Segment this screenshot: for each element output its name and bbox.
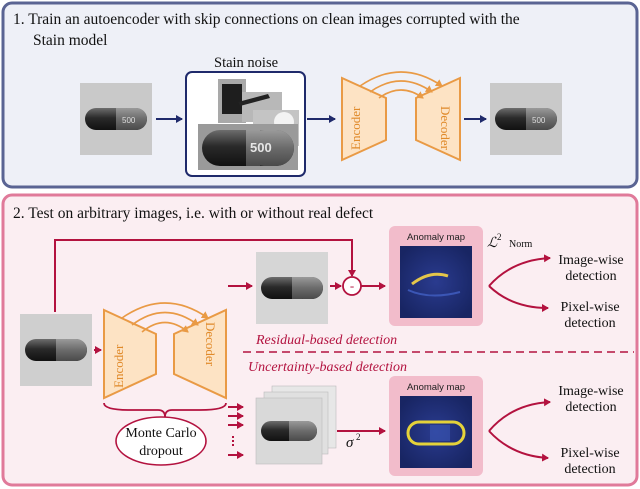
output-capsule-print: 500 — [532, 116, 546, 125]
norm-label: Norm — [509, 239, 533, 250]
pixel-wise-top-line2: detection — [564, 316, 615, 331]
panel2-title: 2. Test on arbitrary images, i.e. with o… — [13, 205, 374, 222]
stain-noise-label: Stain noise — [214, 55, 278, 71]
residual-detection-label: Residual-based detection — [255, 333, 397, 348]
l2-symbol: ℒ — [487, 236, 498, 251]
autoencoder-test: Encoder Decoder — [103, 302, 227, 400]
sigma-symbol: σ — [346, 435, 354, 451]
arrow-to-pixel-wise-top — [488, 285, 549, 312]
reconstruction-capsule-image — [256, 252, 328, 324]
stain-capsule-print: 500 — [250, 140, 272, 155]
pixel-wise-bottom-line1: Pixel-wise — [560, 446, 619, 461]
arrow-to-image-wise-bottom — [488, 398, 551, 432]
test-skip-connection-3 — [141, 321, 189, 333]
anomaly-map-label-top: Anomaly map — [407, 232, 465, 243]
test-decoder-label: Decoder — [203, 322, 218, 367]
image-wise-bottom-line1: Image-wise — [558, 384, 623, 399]
image-wise-bottom-line2: detection — [565, 400, 616, 415]
test-skip-connection-2 — [131, 311, 199, 326]
pixel-wise-top-line1: Pixel-wise — [560, 300, 619, 315]
test-skip-connection-1 — [121, 302, 209, 319]
sigma-superscript: 2 — [356, 432, 361, 442]
skip-connection-1 — [359, 71, 443, 87]
image-wise-top-line1: Image-wise — [558, 253, 623, 268]
residual-highlight — [411, 272, 449, 286]
l2-superscript: 2 — [497, 232, 502, 242]
encoder-label: Encoder — [348, 106, 363, 150]
minus-sign: - — [350, 278, 354, 293]
test-input-capsule-image — [20, 314, 92, 386]
panel1-title-line1: 1. Train an autoencoder with skip connec… — [13, 11, 520, 28]
image-wise-top-line2: detection — [565, 269, 616, 284]
arrow-input-to-residual — [54, 239, 356, 312]
monte-carlo-dropout: Monte Carlo dropout — [115, 416, 207, 466]
monte-carlo-line2: dropout — [139, 444, 183, 459]
arrow-to-pixel-wise-bottom — [488, 430, 549, 462]
subtraction-operator: - — [342, 276, 362, 296]
anomaly-map-residual: Anomaly map — [389, 226, 483, 326]
skip-connection-3 — [378, 89, 424, 99]
test-encoder-label: Encoder — [111, 344, 126, 388]
monte-carlo-line1: Monte Carlo — [125, 426, 196, 441]
anomaly-map-uncertainty: Anomaly map — [389, 376, 483, 476]
sample-arrows — [228, 403, 244, 459]
panel-testing: 2. Test on arbitrary images, i.e. with o… — [1, 193, 639, 487]
autoencoder-train: Encoder Decoder — [341, 71, 461, 162]
decoder-shape — [415, 76, 461, 162]
arrow-to-image-wise-top — [488, 254, 551, 287]
uncertainty-detection-label: Uncertainty-based detection — [248, 360, 407, 375]
anomaly-map-label-bottom: Anomaly map — [407, 382, 465, 393]
input-capsule-image: 500 — [80, 83, 152, 155]
stain-noise-collage: 500 — [198, 79, 299, 170]
panel1-title-line2: Stain model — [33, 32, 107, 49]
output-capsule-image: 500 — [490, 83, 562, 155]
mc-sample-stack — [255, 385, 337, 465]
pixel-wise-bottom-line2: detection — [564, 462, 615, 477]
decoder-label: Decoder — [438, 106, 453, 151]
panel1-border — [1, 1, 639, 189]
uncertainty-highlight — [406, 420, 466, 446]
panel-training: 1. Train an autoencoder with skip connec… — [1, 1, 639, 189]
skip-connection-2 — [369, 80, 433, 93]
capsule-print: 500 — [122, 116, 136, 125]
